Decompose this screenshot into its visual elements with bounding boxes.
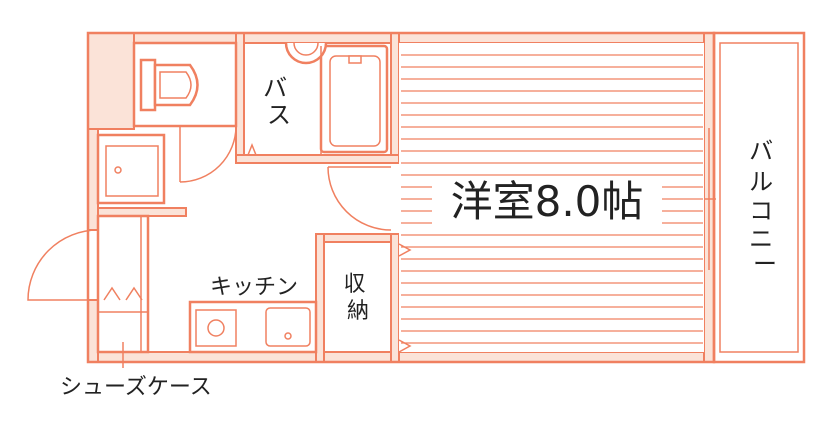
toilet-icon — [139, 58, 199, 112]
bath-step — [247, 142, 257, 156]
bath-room: バ ス — [247, 42, 389, 156]
kitchen-label: キッチン — [210, 275, 298, 300]
main-room-label: 洋室8.0帖 — [451, 177, 644, 226]
basin-icon — [284, 42, 328, 65]
outer-outline — [86, 31, 716, 364]
shoe-case-doors — [103, 286, 143, 301]
hall-door — [327, 166, 392, 231]
washer-inner — [105, 145, 159, 197]
bathtub-icon — [319, 44, 389, 154]
wall-bottom — [87, 351, 715, 363]
balcony-inner — [719, 42, 799, 353]
sink-icon — [265, 307, 311, 347]
storage-door-mark-bottom — [398, 339, 412, 353]
wall-corner-block — [87, 32, 135, 130]
shoe-case — [96, 214, 150, 354]
wall-storage-top — [315, 233, 400, 243]
wall-storage-right — [390, 233, 400, 363]
stove-icon — [195, 309, 237, 347]
storage: 収 納 — [343, 243, 412, 353]
wall-left-lower — [87, 299, 99, 363]
main-room-label-bg — [432, 176, 662, 228]
toilet-door — [179, 125, 237, 183]
balcony-label: バ ル コ ニ ー — [749, 137, 781, 278]
main-room: 洋室8.0帖 — [399, 43, 704, 352]
entrance: シューズケース — [27, 214, 212, 400]
storage-door-mark-top — [398, 243, 412, 257]
wall-under-bath — [235, 154, 400, 164]
kitchen: キッチン — [188, 275, 318, 354]
bath-label: バ ス — [263, 74, 295, 129]
wall-top — [87, 32, 715, 44]
toilet-room — [132, 41, 238, 183]
washer-area — [96, 133, 166, 205]
wall-bath-room — [390, 32, 400, 164]
storage-label: 収 納 — [343, 272, 372, 324]
drain-icon — [114, 166, 122, 174]
balcony: バ ル コ ニ ー — [704, 31, 806, 364]
shoe-case-label: シューズケース — [60, 375, 212, 400]
